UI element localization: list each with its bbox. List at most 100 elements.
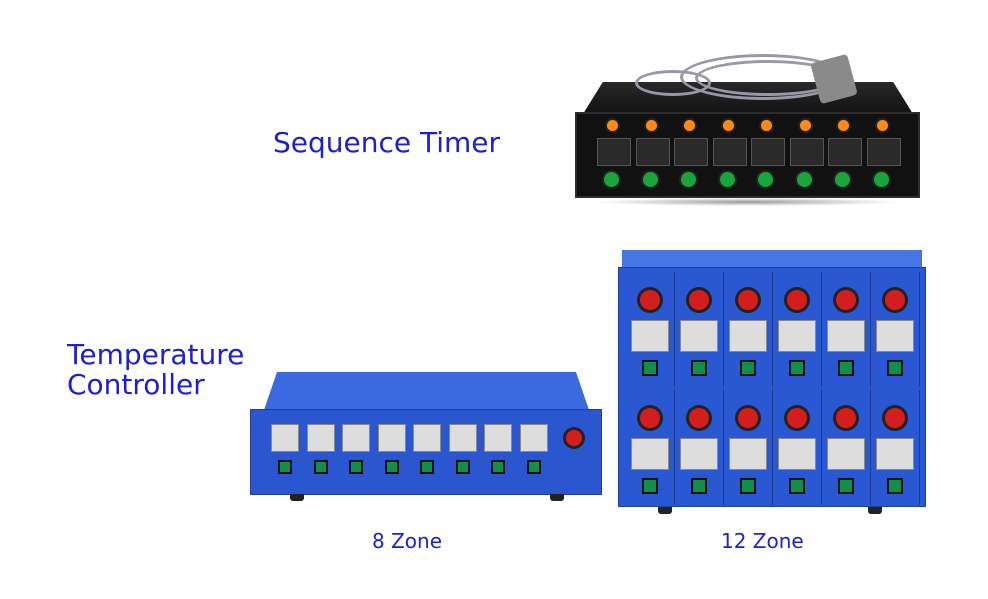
emergency-stop-icon [836,290,856,310]
temperature-channel [306,424,337,484]
temperature-display [377,424,406,452]
temperature-channel [627,272,675,387]
temperature-display [827,320,865,352]
cable-coil [635,70,711,96]
temperature-display [876,320,914,352]
temperature-controller-label-line1: Temperature [67,338,245,371]
sequence-timer-label: Sequence Timer [273,126,501,159]
green-switch-icon [420,460,434,474]
emergency-stop-icon [787,290,807,310]
emergency-stop-icon [738,408,758,428]
temperature-channel [774,272,822,387]
temperature-controller-label-line2: Controller [67,368,205,401]
timer-channel [595,114,631,198]
green-switch-icon [691,478,707,494]
temperature-channel [872,390,920,505]
temperature-display [448,424,477,452]
timer-channel [749,114,785,198]
timer-display [751,138,785,166]
timer-display [635,138,670,166]
indicator-light-icon [761,120,772,131]
foot [290,494,304,501]
green-switch-icon [642,478,658,494]
indicator-light-icon [684,120,695,131]
timer-channel [672,114,708,198]
sequence-timer-image [575,52,920,207]
temperature-channel [872,272,920,387]
temperature-display [680,438,718,470]
green-switch-icon [887,478,903,494]
temperature-channel [774,390,822,505]
timer-display [828,138,862,166]
green-switch-icon [642,360,658,376]
green-switch-icon [796,172,812,187]
controller-front-panel [250,409,602,495]
temperature-display [778,320,816,352]
timer-display [789,138,824,166]
green-switch-icon [642,172,658,187]
temperature-channel [448,424,479,484]
indicator-light-icon [799,120,811,131]
temperature-display [631,438,669,470]
green-switch-icon [604,172,619,187]
emergency-stop-icon [689,290,709,310]
emergency-stop-icon [640,290,660,310]
green-switch-icon [740,478,756,494]
indicator-light-icon [645,120,657,131]
temperature-display [876,438,914,470]
green-switch-icon [789,478,805,494]
timer-channel [865,114,901,198]
green-switch-icon [835,172,850,187]
green-switch-icon [838,478,854,494]
emergency-stop-icon [689,408,709,428]
green-switch-icon [719,172,735,187]
temperature-display [729,320,767,352]
temperature-display [342,424,370,452]
indicator-light-icon [876,120,888,131]
emergency-stop-icon [566,430,582,446]
zone8-controller-image [250,372,602,504]
temperature-channel [725,272,773,387]
temperature-display [271,424,299,452]
emergency-stop-icon [885,290,905,310]
timer-channel [826,114,862,198]
temperature-channel [271,424,301,484]
zone12-label: 12 Zone [721,529,804,553]
emergency-stop-icon [885,408,905,428]
green-switch-icon [691,360,707,376]
temperature-channel [627,390,675,505]
temperature-channel [342,424,372,484]
timer-display [712,138,747,166]
foot [868,507,882,514]
green-switch-icon [758,172,773,187]
temperature-channel [676,390,724,505]
indicator-light-icon [838,120,849,131]
temperature-channel [676,272,724,387]
zone8-label: 8 Zone [372,529,442,553]
shadow [595,198,900,206]
temperature-display [484,424,512,452]
emergency-stop-icon [836,408,856,428]
green-switch-icon [838,360,854,376]
temperature-channel [484,424,514,484]
timer-channel [788,114,824,198]
temperature-channel [823,390,871,505]
green-switch-icon [526,460,541,474]
green-switch-icon [873,172,889,187]
temperature-display [413,424,441,452]
indicator-light-icon [607,120,618,131]
temperature-channel [725,390,773,505]
green-switch-icon [384,460,399,474]
green-switch-icon [740,360,756,376]
timer-display [597,138,631,166]
temperature-display [680,320,718,352]
green-switch-icon [313,460,328,474]
temperature-channel [823,272,871,387]
green-switch-icon [491,460,505,474]
green-switch-icon [887,360,903,376]
indicator-light-icon [722,120,734,131]
green-switch-icon [681,172,696,187]
emergency-stop-icon [787,408,807,428]
timer-display [866,138,901,166]
temperature-display [827,438,865,470]
